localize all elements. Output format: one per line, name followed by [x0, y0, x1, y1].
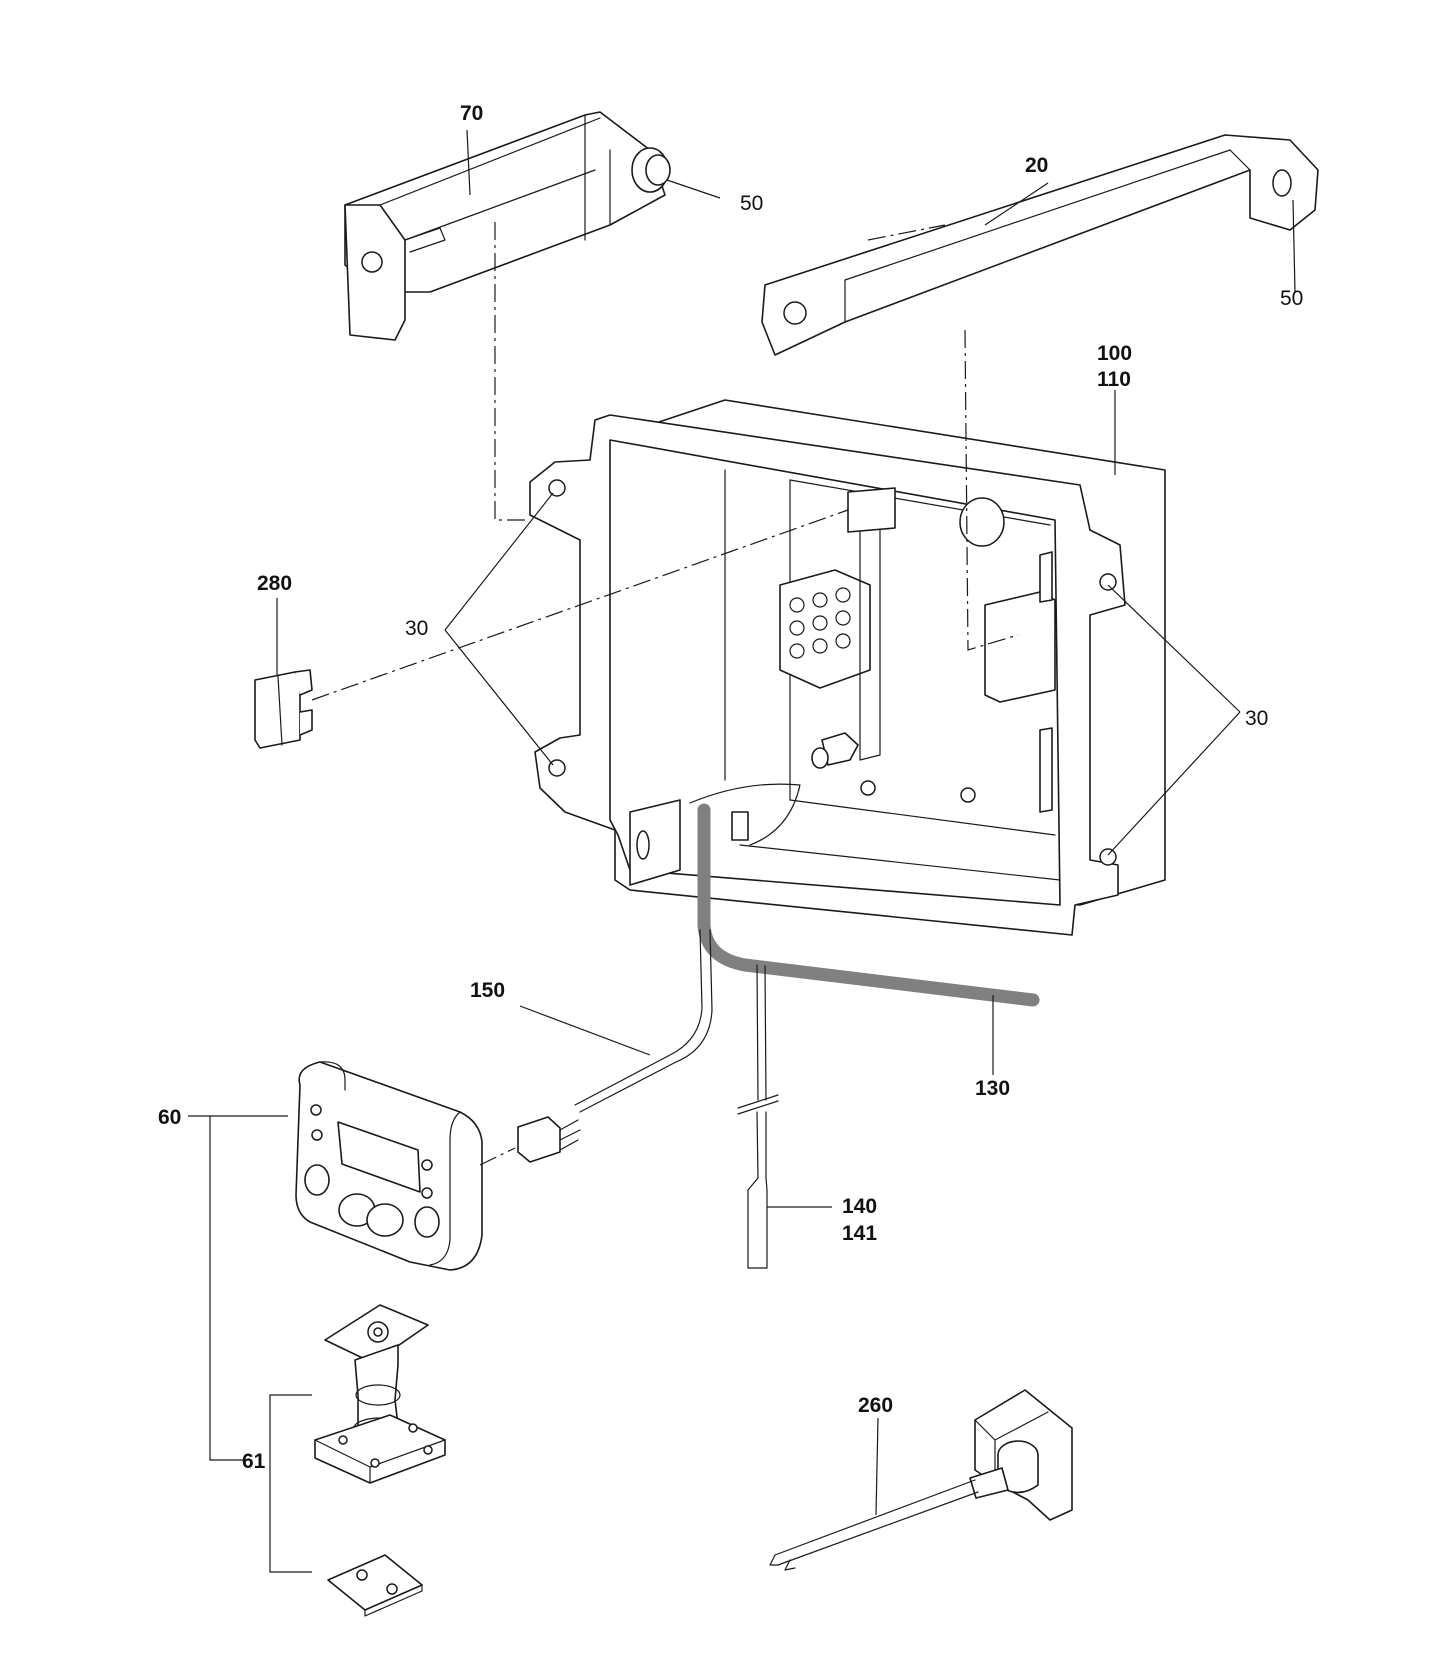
callout-260: 260 [858, 1394, 893, 1417]
cable-150 [517, 929, 713, 1163]
callout-100: 100 [1097, 342, 1132, 365]
fuse-280 [254, 669, 313, 749]
callout-280: 280 [257, 572, 292, 595]
callout-20: 20 [1025, 154, 1048, 177]
control-panel-60 [295, 1061, 483, 1271]
callout-labels: 70 50 20 50 100 110 280 30 30 150 130 60… [158, 102, 1303, 1473]
callout-50-top: 50 [740, 192, 763, 215]
bracket-20 [761, 134, 1319, 356]
callout-70: 70 [460, 102, 483, 125]
callout-141: 141 [842, 1222, 877, 1245]
assembly-lines [311, 222, 1019, 1166]
callout-61: 61 [242, 1450, 266, 1473]
callout-50-right: 50 [1280, 287, 1303, 310]
cable-130 [697, 803, 1040, 1007]
panel-mount-61 [314, 1304, 446, 1617]
control-box-100-110 [529, 399, 1166, 936]
sensor-260 [769, 1389, 1073, 1571]
callout-140: 140 [842, 1195, 877, 1218]
callout-30-left: 30 [405, 617, 428, 640]
callout-150: 150 [470, 979, 505, 1002]
callout-110: 110 [1097, 368, 1131, 391]
callout-130: 130 [975, 1077, 1010, 1100]
sensor-140-141 [737, 964, 779, 1269]
bracket-70 [344, 111, 671, 341]
callout-60: 60 [158, 1106, 181, 1129]
callout-30-right: 30 [1245, 707, 1268, 730]
leader-lines [188, 129, 1296, 1573]
